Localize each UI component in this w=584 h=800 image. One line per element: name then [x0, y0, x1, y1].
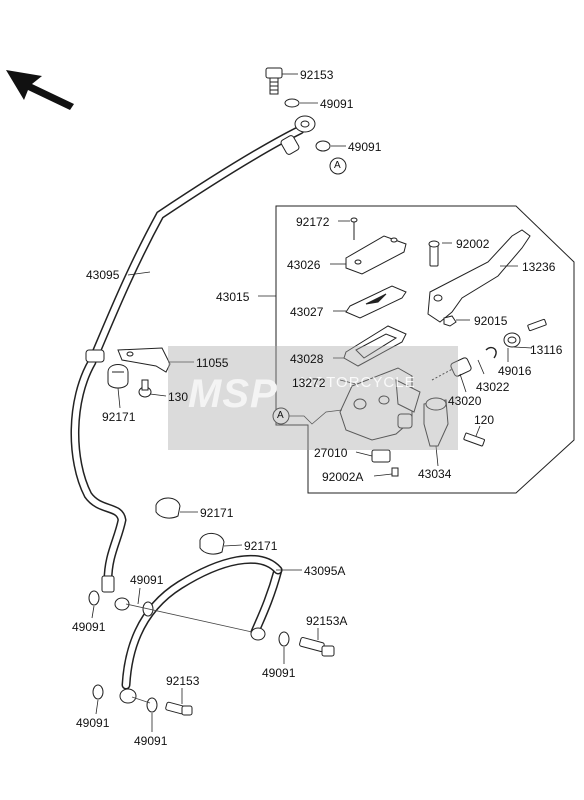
part-label-130: 130 [168, 390, 189, 404]
alignment-lines [125, 603, 253, 704]
connector-a-marker-box [272, 407, 343, 425]
part-label-92153-top: 92153 [300, 68, 334, 82]
switch-bracket [371, 449, 399, 477]
part-label-49091-bm: 49091 [134, 734, 168, 748]
part-label-49091-l2: 49091 [72, 620, 106, 634]
watermark-text: MOTORCYCLE [300, 374, 416, 391]
piston-assembly [431, 357, 472, 381]
part-label-43095a: 43095A [304, 564, 346, 578]
part-label-49091-bl: 49091 [76, 716, 110, 730]
part-label-92002: 92002 [456, 237, 490, 251]
direction-arrow-icon [6, 70, 74, 110]
master-cylinder-box [275, 205, 575, 494]
part-label-120: 120 [474, 413, 495, 427]
part-label-49091-top2: 49091 [348, 140, 382, 154]
banjo-bolt-top [265, 67, 331, 152]
part-label-92171-b: 92171 [200, 506, 234, 520]
part-label-92171-c: 92171 [244, 539, 278, 553]
lever-pivot-bolt [428, 240, 440, 267]
dust-boot [503, 332, 521, 348]
master-cylinder-body [339, 367, 421, 441]
hose-fittings-lower [88, 575, 335, 716]
reservoir-cap [345, 235, 407, 275]
clamp-holder [423, 397, 449, 447]
diaphragm-plate [345, 285, 407, 319]
watermark-band [168, 346, 458, 450]
hose-clamp-upper [107, 364, 129, 389]
part-label-27010: 27010 [314, 446, 348, 460]
part-label-49016: 49016 [498, 364, 532, 378]
part-label-49091-m: 49091 [262, 666, 296, 680]
hose-bracket [117, 347, 171, 373]
part-label-92002a: 92002A [322, 470, 364, 484]
part-label-43020: 43020 [448, 394, 482, 408]
brake-lever [427, 229, 531, 323]
connector-a-letter-box: A [277, 410, 284, 421]
part-label-92153-b: 92153 [166, 674, 200, 688]
connector-a-marker-top [329, 157, 347, 175]
part-label-92015: 92015 [474, 314, 508, 328]
part-label-43026: 43026 [287, 258, 321, 272]
part-label-43015: 43015 [216, 290, 250, 304]
part-label-43034: 43034 [418, 467, 452, 481]
part-label-13116: 13116 [530, 343, 563, 357]
connector-a-letter-top: A [334, 160, 341, 171]
leader-lines [91, 73, 533, 732]
part-label-43022: 43022 [476, 380, 510, 394]
part-label-49091-top1: 49091 [320, 97, 354, 111]
part-label-92172: 92172 [296, 215, 330, 229]
hose-clamp-mid [155, 497, 225, 555]
part-label-13236: 13236 [522, 260, 556, 274]
circlip [485, 346, 497, 359]
part-label-49091-l1: 49091 [130, 573, 164, 587]
adjuster-screw [527, 318, 547, 332]
part-label-11055: 11055 [196, 356, 229, 370]
watermark-logo: MSP [188, 372, 278, 416]
cap-screw [350, 217, 358, 240]
part-label-43027: 43027 [290, 305, 324, 319]
part-label-43028: 43028 [290, 352, 324, 366]
bracket-bolt [138, 379, 152, 398]
part-label-13272: 13272 [292, 376, 326, 390]
part-label-92153a: 92153A [306, 614, 348, 628]
brake-hose-upper [70, 125, 305, 585]
part-label-92171-a: 92171 [102, 410, 136, 424]
holder-bolt [463, 432, 485, 447]
lever-nut [443, 315, 457, 327]
hose-fitting-top [85, 115, 316, 363]
part-label-43095: 43095 [86, 268, 120, 282]
